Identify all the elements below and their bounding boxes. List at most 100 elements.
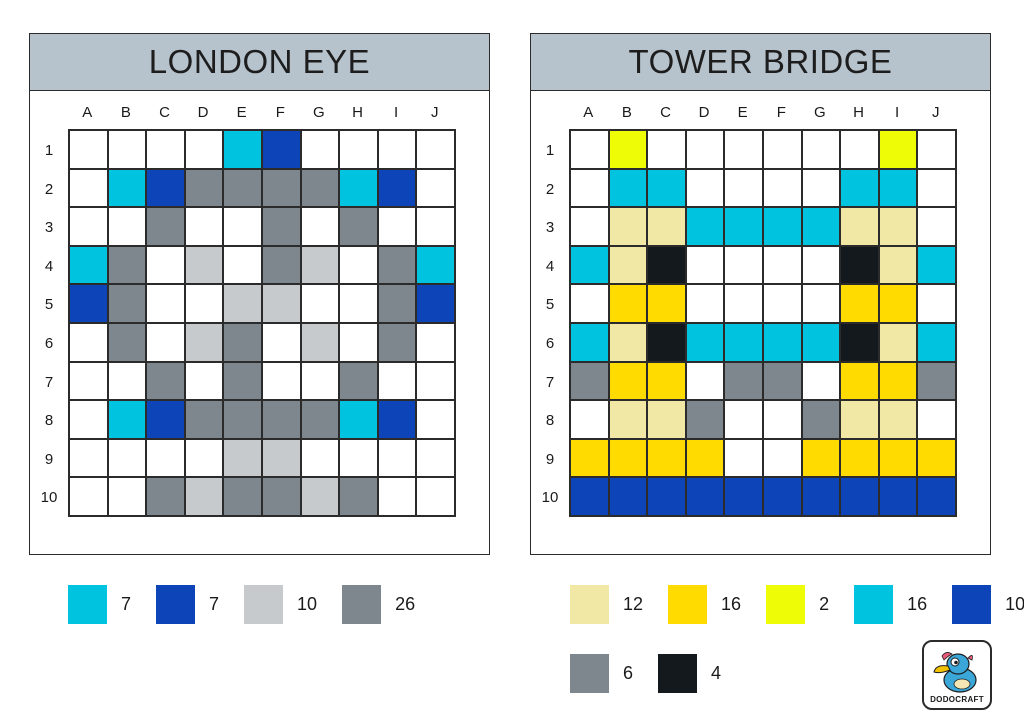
grid-cell[interactable]	[300, 322, 340, 362]
grid-cell[interactable]	[184, 477, 224, 516]
grid-cell[interactable]	[647, 477, 686, 516]
grid-cell[interactable]	[570, 438, 609, 478]
grid-cell[interactable]	[184, 207, 224, 246]
grid-cell[interactable]	[917, 130, 956, 169]
grid-cell[interactable]	[339, 168, 378, 208]
grid-cell[interactable]	[223, 477, 262, 516]
grid-cell[interactable]	[570, 361, 609, 401]
grid-cell[interactable]	[685, 400, 725, 439]
grid-cell[interactable]	[377, 245, 417, 285]
grid-cell[interactable]	[107, 245, 147, 285]
grid-cell[interactable]	[570, 245, 609, 285]
grid-cell[interactable]	[339, 130, 378, 169]
grid-cell[interactable]	[146, 322, 185, 362]
grid-cell[interactable]	[724, 400, 763, 439]
grid-cell[interactable]	[184, 130, 224, 169]
grid-cell[interactable]	[608, 477, 648, 516]
grid-cell[interactable]	[801, 322, 841, 362]
grid-cell[interactable]	[223, 207, 262, 246]
grid-cell[interactable]	[840, 245, 879, 285]
grid-cell[interactable]	[107, 400, 147, 439]
grid-cell[interactable]	[570, 130, 609, 169]
grid-cell[interactable]	[184, 322, 224, 362]
grid-cell[interactable]	[261, 130, 301, 169]
grid-cell[interactable]	[762, 477, 802, 516]
grid-cell[interactable]	[107, 168, 147, 208]
grid-cell[interactable]	[146, 438, 185, 478]
grid-cell[interactable]	[377, 438, 417, 478]
grid-cell[interactable]	[878, 168, 918, 208]
grid-cell[interactable]	[69, 322, 108, 362]
grid-cell[interactable]	[878, 322, 918, 362]
grid-cell[interactable]	[685, 130, 725, 169]
grid-cell[interactable]	[69, 130, 108, 169]
grid-cell[interactable]	[339, 207, 378, 246]
grid-cell[interactable]	[878, 130, 918, 169]
grid-cell[interactable]	[184, 284, 224, 323]
grid-cell[interactable]	[184, 400, 224, 439]
grid-cell[interactable]	[300, 130, 340, 169]
grid-cell[interactable]	[261, 245, 301, 285]
grid-cell[interactable]	[69, 284, 108, 323]
grid-cell[interactable]	[917, 284, 956, 323]
grid-cell[interactable]	[184, 168, 224, 208]
grid-cell[interactable]	[107, 130, 147, 169]
grid-cell[interactable]	[223, 284, 262, 323]
grid-cell[interactable]	[608, 438, 648, 478]
grid-cell[interactable]	[608, 400, 648, 439]
grid-cell[interactable]	[377, 361, 417, 401]
grid-cell[interactable]	[261, 361, 301, 401]
grid-cell[interactable]	[762, 207, 802, 246]
grid-cell[interactable]	[300, 361, 340, 401]
grid-cell[interactable]	[416, 477, 455, 516]
grid-cell[interactable]	[300, 284, 340, 323]
grid-cell[interactable]	[801, 168, 841, 208]
grid-cell[interactable]	[878, 400, 918, 439]
grid-cell[interactable]	[724, 322, 763, 362]
grid-cell[interactable]	[377, 284, 417, 323]
grid-cell[interactable]	[840, 400, 879, 439]
grid-cell[interactable]	[377, 130, 417, 169]
grid-cell[interactable]	[840, 477, 879, 516]
grid-cell[interactable]	[762, 361, 802, 401]
grid-cell[interactable]	[724, 477, 763, 516]
grid-cell[interactable]	[840, 168, 879, 208]
grid-cell[interactable]	[223, 400, 262, 439]
grid-cell[interactable]	[647, 284, 686, 323]
grid-cell[interactable]	[724, 168, 763, 208]
grid-cell[interactable]	[69, 477, 108, 516]
grid-cell[interactable]	[223, 130, 262, 169]
grid-cell[interactable]	[377, 322, 417, 362]
grid-cell[interactable]	[339, 322, 378, 362]
grid-cell[interactable]	[339, 284, 378, 323]
grid-cell[interactable]	[107, 284, 147, 323]
grid-cell[interactable]	[261, 207, 301, 246]
grid-cell[interactable]	[801, 245, 841, 285]
grid-cell[interactable]	[261, 284, 301, 323]
grid-cell[interactable]	[685, 322, 725, 362]
grid-cell[interactable]	[146, 130, 185, 169]
grid-cell[interactable]	[917, 322, 956, 362]
grid-cell[interactable]	[416, 322, 455, 362]
grid-cell[interactable]	[647, 245, 686, 285]
grid-cell[interactable]	[69, 168, 108, 208]
grid-cell[interactable]	[840, 322, 879, 362]
grid-cell[interactable]	[608, 130, 648, 169]
grid-cell[interactable]	[647, 361, 686, 401]
grid-cell[interactable]	[261, 168, 301, 208]
grid-cell[interactable]	[608, 245, 648, 285]
grid-cell[interactable]	[261, 400, 301, 439]
grid-cell[interactable]	[608, 207, 648, 246]
grid-cell[interactable]	[570, 400, 609, 439]
grid-cell[interactable]	[762, 438, 802, 478]
grid-cell[interactable]	[416, 284, 455, 323]
grid-cell[interactable]	[69, 361, 108, 401]
grid-cell[interactable]	[339, 245, 378, 285]
grid-cell[interactable]	[878, 438, 918, 478]
grid-cell[interactable]	[339, 400, 378, 439]
grid-cell[interactable]	[685, 168, 725, 208]
grid-cell[interactable]	[762, 130, 802, 169]
grid-cell[interactable]	[608, 361, 648, 401]
grid-cell[interactable]	[762, 322, 802, 362]
grid-cell[interactable]	[608, 322, 648, 362]
